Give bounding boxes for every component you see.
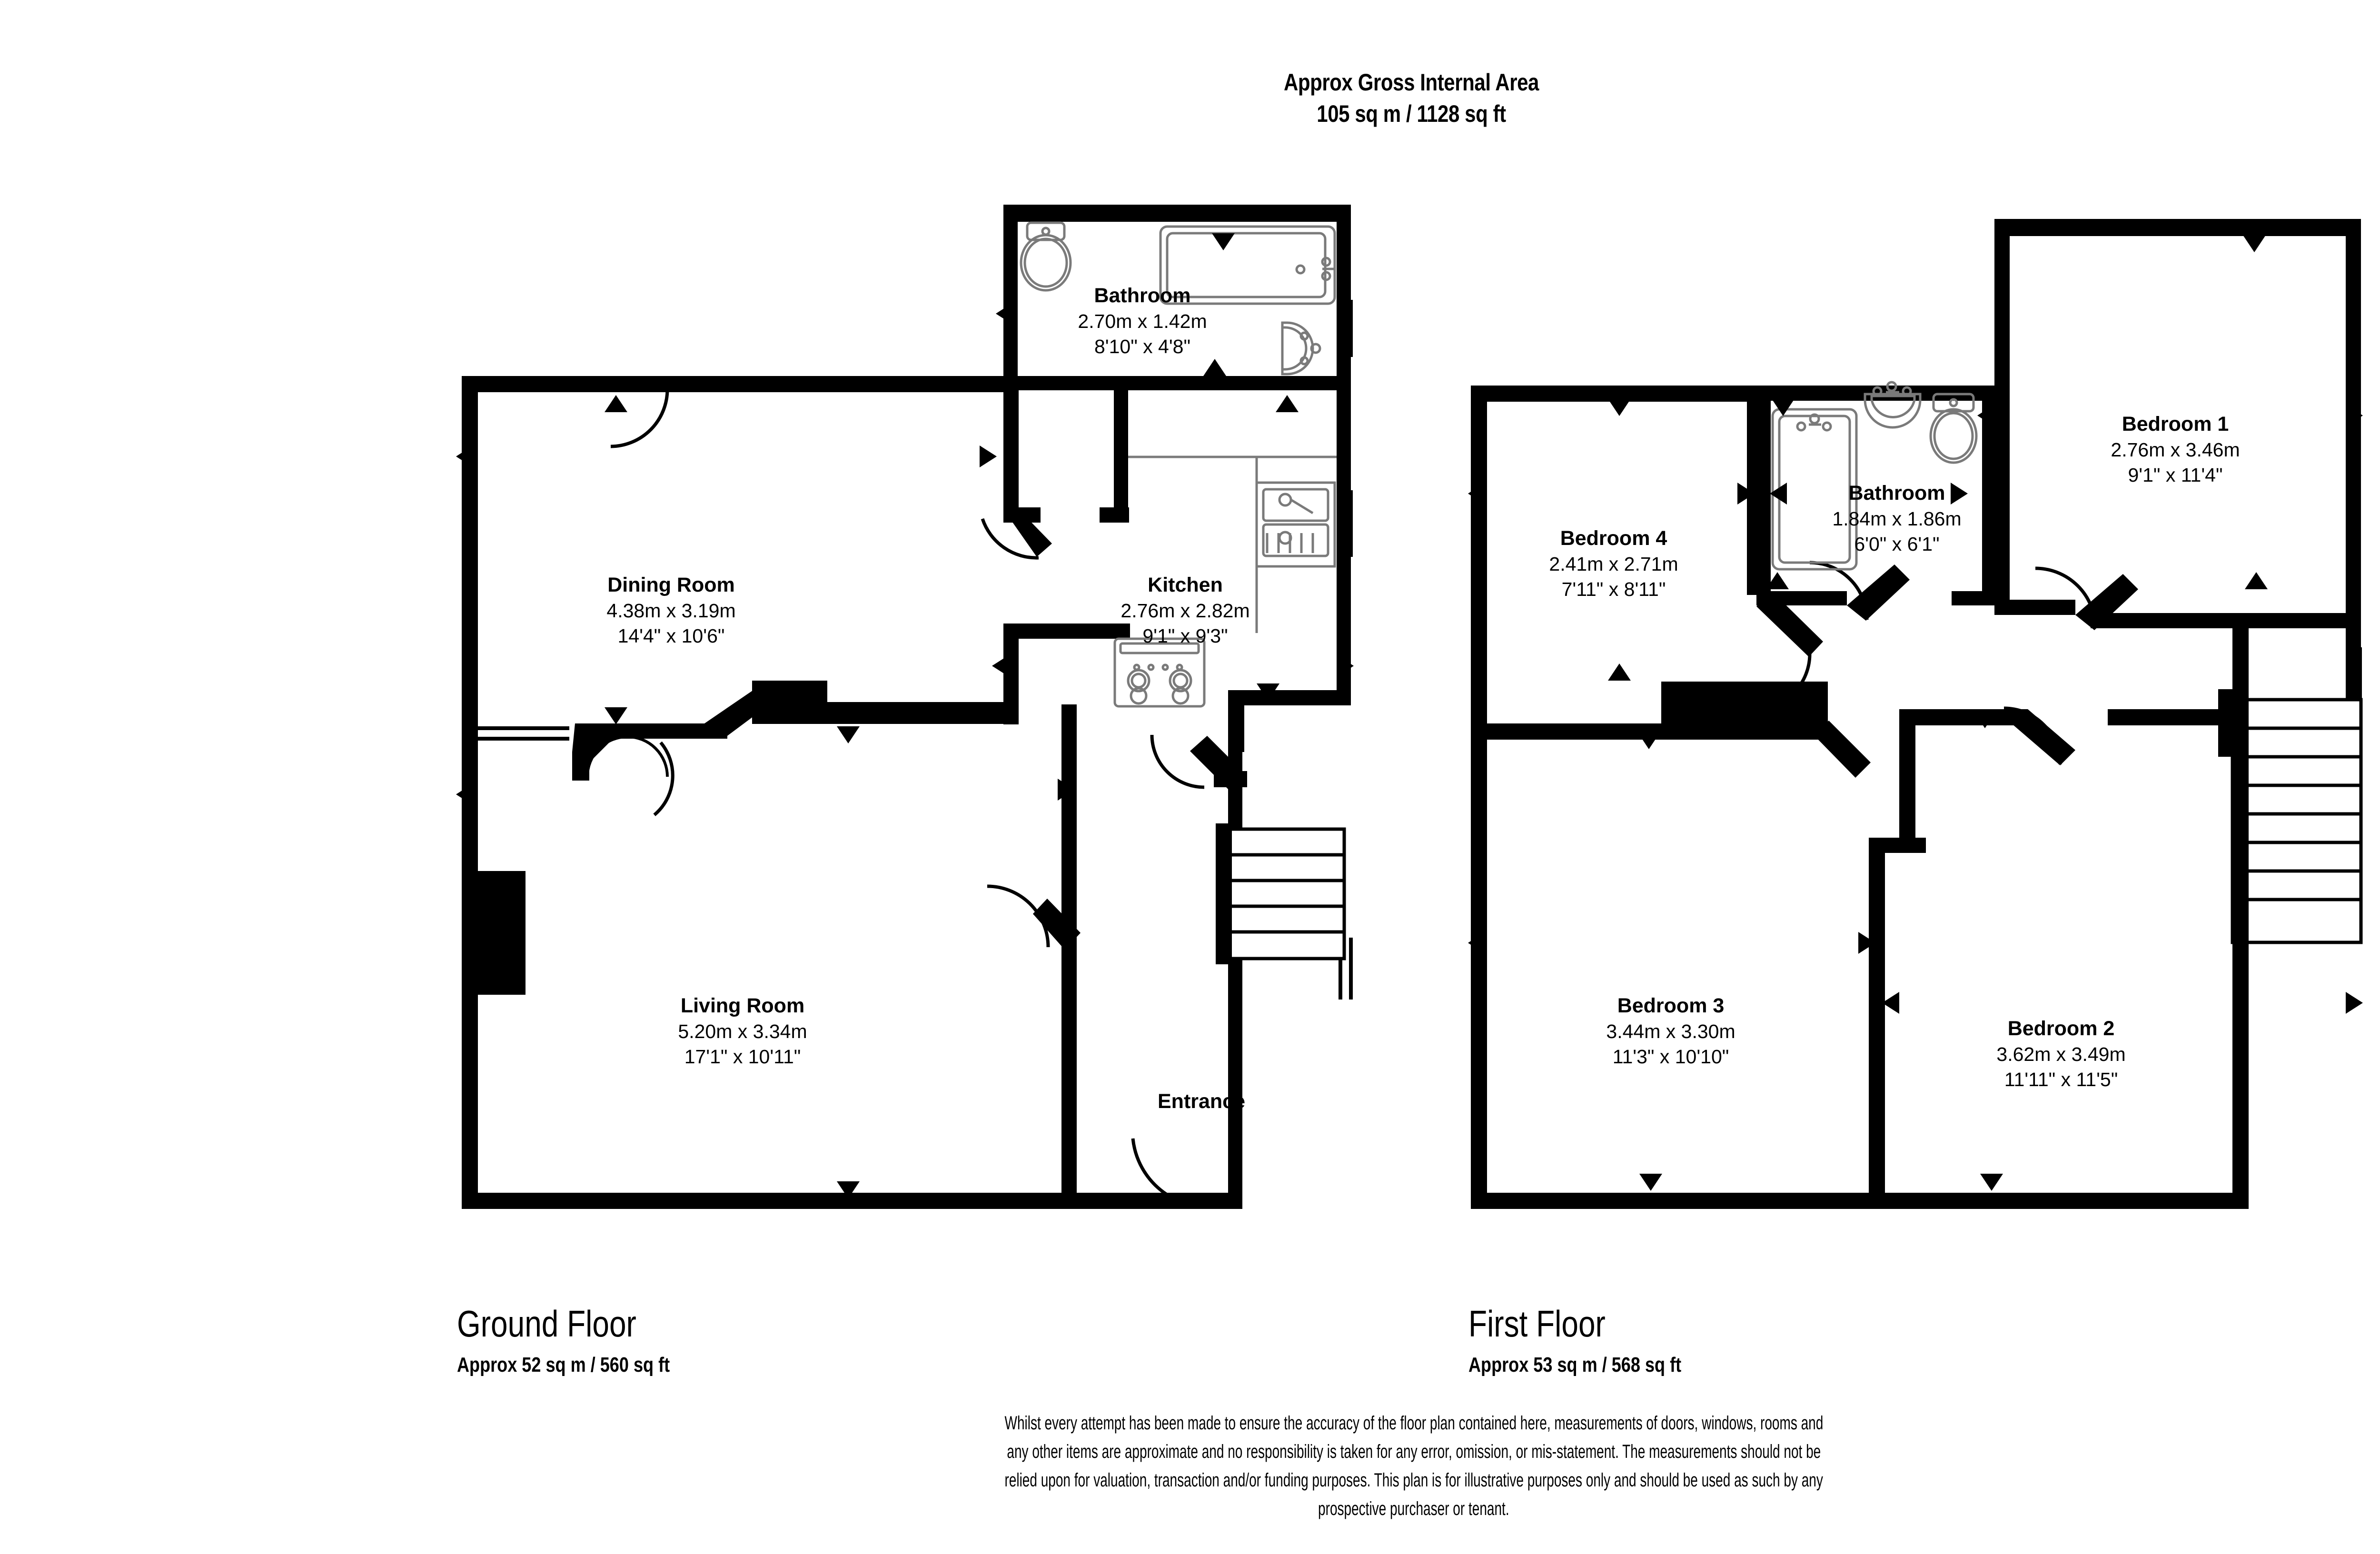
first-floor-caption: First Floor Approx 53 sq m / 568 sq ft xyxy=(1468,1305,1728,1376)
disclaimer-line-3: relied upon for valuation, transaction a… xyxy=(1004,1470,1823,1491)
room-dim-metric: 2.41m x 2.71m xyxy=(1549,553,1678,575)
room-label-bedroom-1: Bedroom 1 2.76m x 3.46m 9'1" x 11'4" xyxy=(2066,414,2285,485)
room-name: Dining Room xyxy=(607,574,735,596)
room-dim-imperial: 14'4" x 10'6" xyxy=(617,625,725,647)
room-label-entrance: Entrance xyxy=(1158,1090,1246,1113)
room-dim-imperial: 9'1" x 11'4" xyxy=(2128,464,2223,486)
room-name: Bathroom xyxy=(1094,284,1191,307)
room-dim-imperial: 9'1" x 9'3" xyxy=(1142,625,1228,647)
room-dim-imperial: 17'1" x 10'11" xyxy=(684,1046,801,1068)
gross-area-value: 105 sq m / 1128 sq ft xyxy=(1317,100,1506,127)
room-name: Bedroom 4 xyxy=(1560,527,1667,550)
room-dim-imperial: 7'11" x 8'11" xyxy=(1561,578,1666,600)
room-name: Bedroom 3 xyxy=(1617,994,1725,1017)
disclaimer-line-2: any other items are approximate and no r… xyxy=(1007,1441,1821,1462)
room-label-dining-room: Dining Room 4.38m x 3.19m 14'4" x 10'6" xyxy=(566,575,776,646)
floor-area: Approx 52 sq m / 560 sq ft xyxy=(457,1353,670,1376)
room-name: Bedroom 2 xyxy=(2007,1017,2115,1040)
room-label-bedroom-4: Bedroom 4 2.41m x 2.71m 7'11" x 8'11" xyxy=(1518,528,1709,599)
disclaimer-line-4: prospective purchaser or tenant. xyxy=(1318,1498,1509,1519)
gross-area-title: Approx Gross Internal Area xyxy=(1283,69,1539,96)
room-dim-metric: 2.76m x 2.82m xyxy=(1121,600,1250,622)
kitchen-fixtures xyxy=(1113,455,1337,708)
room-label-bedroom-2: Bedroom 2 3.62m x 3.49m 11'11" x 11'5" xyxy=(1961,1019,2161,1089)
room-label-living-room: Living Room 5.20m x 3.34m 17'1" x 10'11" xyxy=(638,996,847,1067)
floor-name: First Floor xyxy=(1468,1303,1606,1345)
ground-floor-plan xyxy=(447,205,1366,1242)
view-direction-markers xyxy=(1468,235,2363,1191)
page-title: Approx Gross Internal Area 105 sq m / 11… xyxy=(0,67,2380,129)
room-dim-metric: 4.38m x 3.19m xyxy=(606,600,736,622)
floor-name: Ground Floor xyxy=(457,1303,636,1345)
room-dim-imperial: 11'11" x 11'5" xyxy=(2004,1069,2118,1090)
room-dim-imperial: 11'3" x 10'10" xyxy=(1612,1046,1729,1068)
bathroom-fixtures-ground xyxy=(1020,221,1336,376)
ground-floor-caption: Ground Floor Approx 52 sq m / 560 sq ft xyxy=(457,1305,716,1376)
room-dim-metric: 3.44m x 3.30m xyxy=(1606,1020,1735,1042)
view-direction-markers xyxy=(456,233,1354,1198)
bathroom-fixtures-first xyxy=(1771,381,1978,571)
room-label-bathroom-first: Bathroom 1.84m x 1.86m 6'0" x 6'1" xyxy=(1804,483,1990,554)
room-dim-metric: 1.84m x 1.86m xyxy=(1832,508,1962,530)
room-dim-imperial: 6'0" x 6'1" xyxy=(1854,533,1940,555)
room-dim-metric: 2.70m x 1.42m xyxy=(1078,310,1207,332)
room-name: Kitchen xyxy=(1148,574,1223,596)
room-dim-imperial: 8'10" x 4'8" xyxy=(1094,336,1191,357)
floor-area: Approx 53 sq m / 568 sq ft xyxy=(1468,1353,1682,1376)
room-dim-metric: 2.76m x 3.46m xyxy=(2111,439,2240,461)
first-floor-plan xyxy=(1457,205,2375,1242)
room-label-bathroom-ground: Bathroom 2.70m x 1.42m 8'10" x 4'8" xyxy=(1033,286,1252,356)
room-name: Bathroom xyxy=(1848,482,1945,505)
room-label-kitchen: Kitchen 2.76m x 2.82m 9'1" x 9'3" xyxy=(1085,575,1285,646)
room-name: Bedroom 1 xyxy=(2122,413,2229,436)
room-dim-metric: 3.62m x 3.49m xyxy=(1996,1043,2126,1065)
room-dim-metric: 5.20m x 3.34m xyxy=(678,1020,807,1042)
room-label-bedroom-3: Bedroom 3 3.44m x 3.30m 11'3" x 10'10" xyxy=(1571,996,1771,1067)
disclaimer-line-1: Whilst every attempt has been made to en… xyxy=(1004,1413,1823,1434)
room-name: Living Room xyxy=(680,994,805,1017)
disclaimer: Whilst every attempt has been made to en… xyxy=(676,1409,2152,1523)
